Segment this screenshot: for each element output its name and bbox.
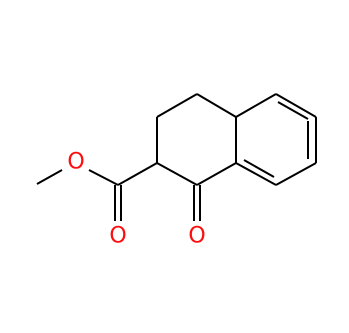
bond-ar-inner-1	[277, 101, 309, 120]
bond-methyl-o	[36, 169, 63, 185]
bond-ar6-ketone-c	[196, 162, 237, 186]
bond-ar5-ar6	[235, 162, 277, 186]
oxygen-ester-label: O	[67, 150, 84, 175]
bond-ar4-ar5	[275, 162, 317, 186]
bond-carbonyl-ch	[117, 162, 158, 186]
bond-ar1-ar2	[235, 93, 277, 118]
bond-ar-inner-3	[243, 159, 275, 178]
bond-ch2a-ch2b	[156, 93, 198, 118]
oxygen-carbonyl-ester-label: O	[109, 224, 126, 249]
bond-o-carbonyl-c	[88, 169, 119, 186]
bond-ch2b-ar1	[196, 93, 237, 118]
bond-ar2-ar3	[275, 93, 317, 118]
bond-ketone-c-ch	[156, 162, 198, 186]
oxygen-ketone-label: O	[188, 224, 205, 249]
